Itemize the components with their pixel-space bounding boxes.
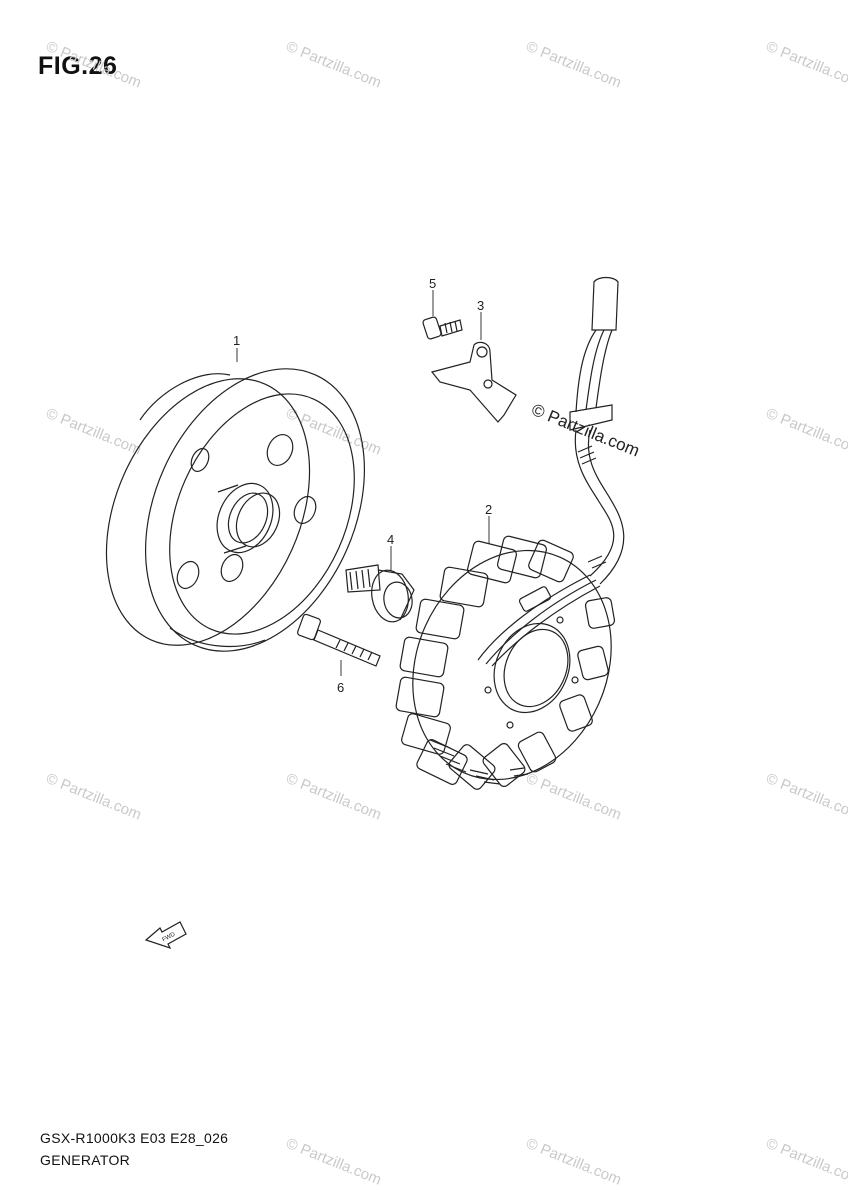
callout-6: 6	[337, 680, 344, 695]
callout-1: 1	[233, 333, 240, 348]
stator-bolt-part	[297, 613, 381, 667]
figure-title: FIG.26	[38, 52, 118, 80]
stator-part	[395, 535, 616, 790]
fwd-arrow-icon: FWD	[144, 921, 187, 950]
clamp-part	[430, 341, 517, 423]
callout-2: 2	[485, 502, 492, 517]
callout-5: 5	[429, 276, 436, 291]
wire-harness	[569, 276, 625, 585]
callout-4: 4	[387, 532, 394, 547]
rotor-bolt-part	[345, 564, 415, 623]
model-code: GSX-R1000K3 E03 E28_026	[40, 1130, 229, 1146]
section-name: GENERATOR	[40, 1152, 131, 1168]
screw-part	[422, 316, 463, 340]
rotor-part	[105, 368, 366, 652]
callouts: 1 2 3 4 5 6	[233, 276, 492, 695]
callout-3: 3	[477, 298, 484, 313]
